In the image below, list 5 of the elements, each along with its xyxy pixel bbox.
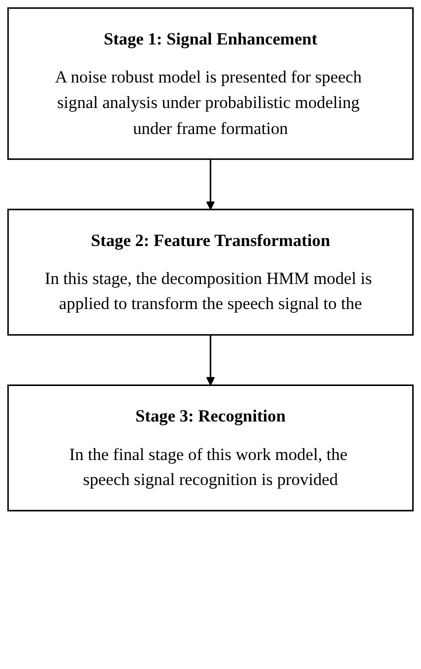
node-box: Stage 2: Feature Transformation In this stage, the decomposition HMM model is applied to transform the speech signal to the <box>7 208 414 336</box>
arrow <box>206 334 215 386</box>
node-box: Stage 3: Recognition In the final stage of this work model, the speech signal recognition is provided <box>7 384 414 512</box>
node-box: Stage 1: Signal Enhancement A noise robust model is presented for speech signal analysis under probabilistic modeling under frame formation <box>7 7 414 160</box>
arrow <box>206 159 215 210</box>
